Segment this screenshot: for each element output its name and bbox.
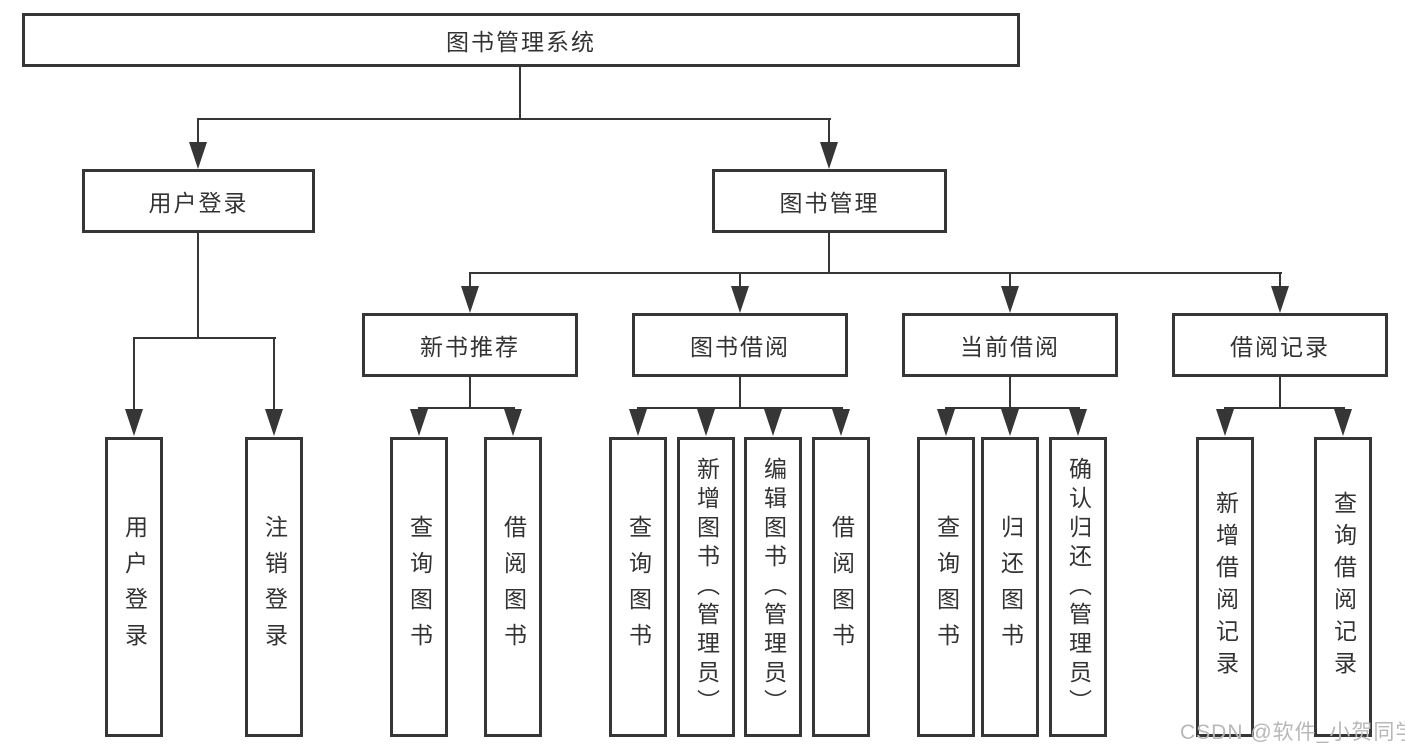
leaf-record-add-label: 新增借阅记录: [1212, 491, 1239, 683]
node-library-system: 图书管理系统: [22, 13, 1020, 67]
leaf-current-confirm-return-admin-label: 确认归还（管理员）: [1065, 456, 1092, 718]
connector-line: [739, 377, 741, 409]
leaf-newbook-borrow-book: 借阅图书: [484, 437, 542, 737]
arrow-down-icon: [697, 409, 715, 436]
leaf-current-query-book: 查询图书: [917, 437, 975, 737]
node-current-borrow-label: 当前借阅: [960, 334, 1060, 360]
arrow-down-icon: [125, 409, 143, 436]
leaf-record-add: 新增借阅记录: [1196, 437, 1254, 737]
node-borrow-records-label: 借阅记录: [1230, 334, 1330, 360]
node-book-management-label: 图书管理: [779, 190, 880, 216]
node-current-borrow: 当前借阅: [902, 313, 1118, 377]
node-borrow-records: 借阅记录: [1172, 313, 1388, 377]
connector-line: [1279, 377, 1281, 409]
arrow-down-icon: [410, 409, 428, 436]
node-user-login-label: 用户登录: [148, 190, 249, 216]
leaf-borrow-borrow-book-label: 借阅图书: [828, 515, 855, 659]
leaf-logout: 注销登录: [245, 437, 303, 737]
connector-line: [1009, 377, 1011, 409]
leaf-user-login-label: 用户登录: [121, 515, 148, 659]
leaf-record-query-label: 查询借阅记录: [1330, 491, 1357, 683]
leaf-borrow-edit-book-admin: 编辑图书（管理员）: [744, 437, 802, 737]
leaf-borrow-borrow-book: 借阅图书: [812, 437, 870, 737]
connector-line: [197, 233, 199, 339]
connector-line: [133, 337, 135, 410]
leaf-current-return-book-label: 归还图书: [997, 515, 1024, 659]
node-new-book-recommend: 新书推荐: [362, 313, 578, 377]
connector-line: [519, 67, 521, 120]
arrow-down-icon: [629, 409, 647, 436]
arrow-down-icon: [1334, 409, 1352, 436]
arrow-down-icon: [832, 409, 850, 436]
node-library-system-label: 图书管理系统: [446, 29, 596, 55]
leaf-current-query-book-label: 查询图书: [933, 515, 960, 659]
connector-line: [1279, 272, 1281, 290]
node-user-login: 用户登录: [82, 169, 315, 233]
arrow-down-icon: [937, 409, 955, 436]
connector-line: [945, 407, 1080, 409]
arrow-down-icon: [1271, 286, 1289, 313]
connector-line: [1224, 407, 1345, 409]
leaf-borrow-query-book: 查询图书: [609, 437, 667, 737]
leaf-borrow-edit-book-admin-label: 编辑图书（管理员）: [760, 456, 787, 718]
connector-line: [1009, 272, 1011, 290]
connector-line: [828, 118, 830, 146]
arrow-down-icon: [504, 409, 522, 436]
leaf-current-confirm-return-admin: 确认归还（管理员）: [1049, 437, 1107, 737]
leaf-borrow-query-book-label: 查询图书: [625, 515, 652, 659]
leaf-user-login: 用户登录: [105, 437, 163, 737]
arrow-down-icon: [461, 286, 479, 313]
leaf-record-query: 查询借阅记录: [1314, 437, 1372, 737]
leaf-borrow-add-book-admin: 新增图书（管理员）: [677, 437, 735, 737]
connector-line: [133, 337, 276, 339]
leaf-newbook-query-book: 查询图书: [390, 437, 448, 737]
arrow-down-icon: [1216, 409, 1234, 436]
arrow-down-icon: [731, 286, 749, 313]
connector-line: [273, 337, 275, 410]
arrow-down-icon: [265, 409, 283, 436]
node-book-borrow: 图书借阅: [632, 313, 848, 377]
connector-line: [197, 118, 199, 146]
arrow-down-icon: [1001, 409, 1019, 436]
connector-line: [469, 272, 1282, 274]
arrow-down-icon: [1069, 409, 1087, 436]
connector-line: [469, 377, 471, 409]
node-book-management: 图书管理: [712, 169, 947, 233]
connector-line: [418, 407, 515, 409]
arrow-down-icon: [189, 142, 207, 169]
node-new-book-recommend-label: 新书推荐: [420, 334, 520, 360]
arrow-down-icon: [1001, 286, 1019, 313]
node-book-borrow-label: 图书借阅: [690, 334, 790, 360]
leaf-borrow-add-book-admin-label: 新增图书（管理员）: [693, 456, 720, 718]
leaf-newbook-borrow-book-label: 借阅图书: [500, 515, 527, 659]
connector-line: [739, 272, 741, 290]
leaf-logout-label: 注销登录: [261, 515, 288, 659]
connector-line: [828, 233, 830, 274]
csdn-watermark: CSDN @软件_小贺同学: [1180, 721, 1405, 744]
connector-line: [469, 272, 471, 290]
arrow-down-icon: [764, 409, 782, 436]
connector-line: [637, 407, 843, 409]
arrow-down-icon: [820, 142, 838, 169]
leaf-current-return-book: 归还图书: [981, 437, 1039, 737]
connector-line: [197, 118, 831, 120]
leaf-newbook-query-book-label: 查询图书: [406, 515, 433, 659]
